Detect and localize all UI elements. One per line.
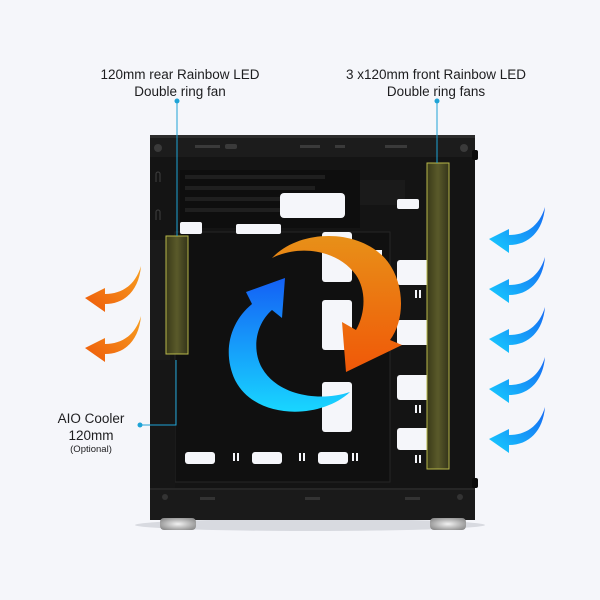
- curved-arrow-left-icon: [489, 407, 545, 453]
- circular-refresh-icon: [228, 235, 402, 412]
- rear-fan-highlight: [165, 235, 189, 355]
- case-foot-right: [430, 518, 466, 530]
- case-shadow: [135, 519, 485, 531]
- curved-arrow-left-icon: [85, 316, 141, 362]
- callout-lines: [137, 98, 440, 428]
- case-foot-left: [160, 518, 196, 530]
- aio-cooler-label-line1: AIO Cooler: [57, 411, 125, 426]
- intake-arrows: [489, 207, 545, 453]
- front-fans-highlight: [426, 162, 450, 470]
- curved-arrow-left-icon: [489, 207, 545, 253]
- rear-fan-label: 120mm rear Rainbow LED Double ring fan: [80, 66, 280, 100]
- exhaust-arrows: [85, 266, 141, 362]
- front-fans-label-line1: 3 x120mm front Rainbow LED: [345, 67, 527, 82]
- rear-fan-label-line2: Double ring fan: [134, 84, 226, 99]
- aio-cooler-label: AIO Cooler 120mm (Optional): [48, 410, 134, 456]
- curved-arrow-left-icon: [85, 266, 141, 312]
- rear-fan-label-line1: 120mm rear Rainbow LED: [100, 67, 260, 82]
- curved-arrow-left-icon: [489, 307, 545, 353]
- aio-cooler-label-optional: (Optional): [70, 444, 112, 455]
- curved-arrow-left-icon: [489, 357, 545, 403]
- front-fans-label: 3 x120mm front Rainbow LED Double ring f…: [320, 66, 552, 100]
- aio-cooler-label-line2: 120mm: [68, 428, 114, 443]
- front-fans-label-line2: Double ring fans: [386, 84, 486, 99]
- curved-arrow-left-icon: [489, 257, 545, 303]
